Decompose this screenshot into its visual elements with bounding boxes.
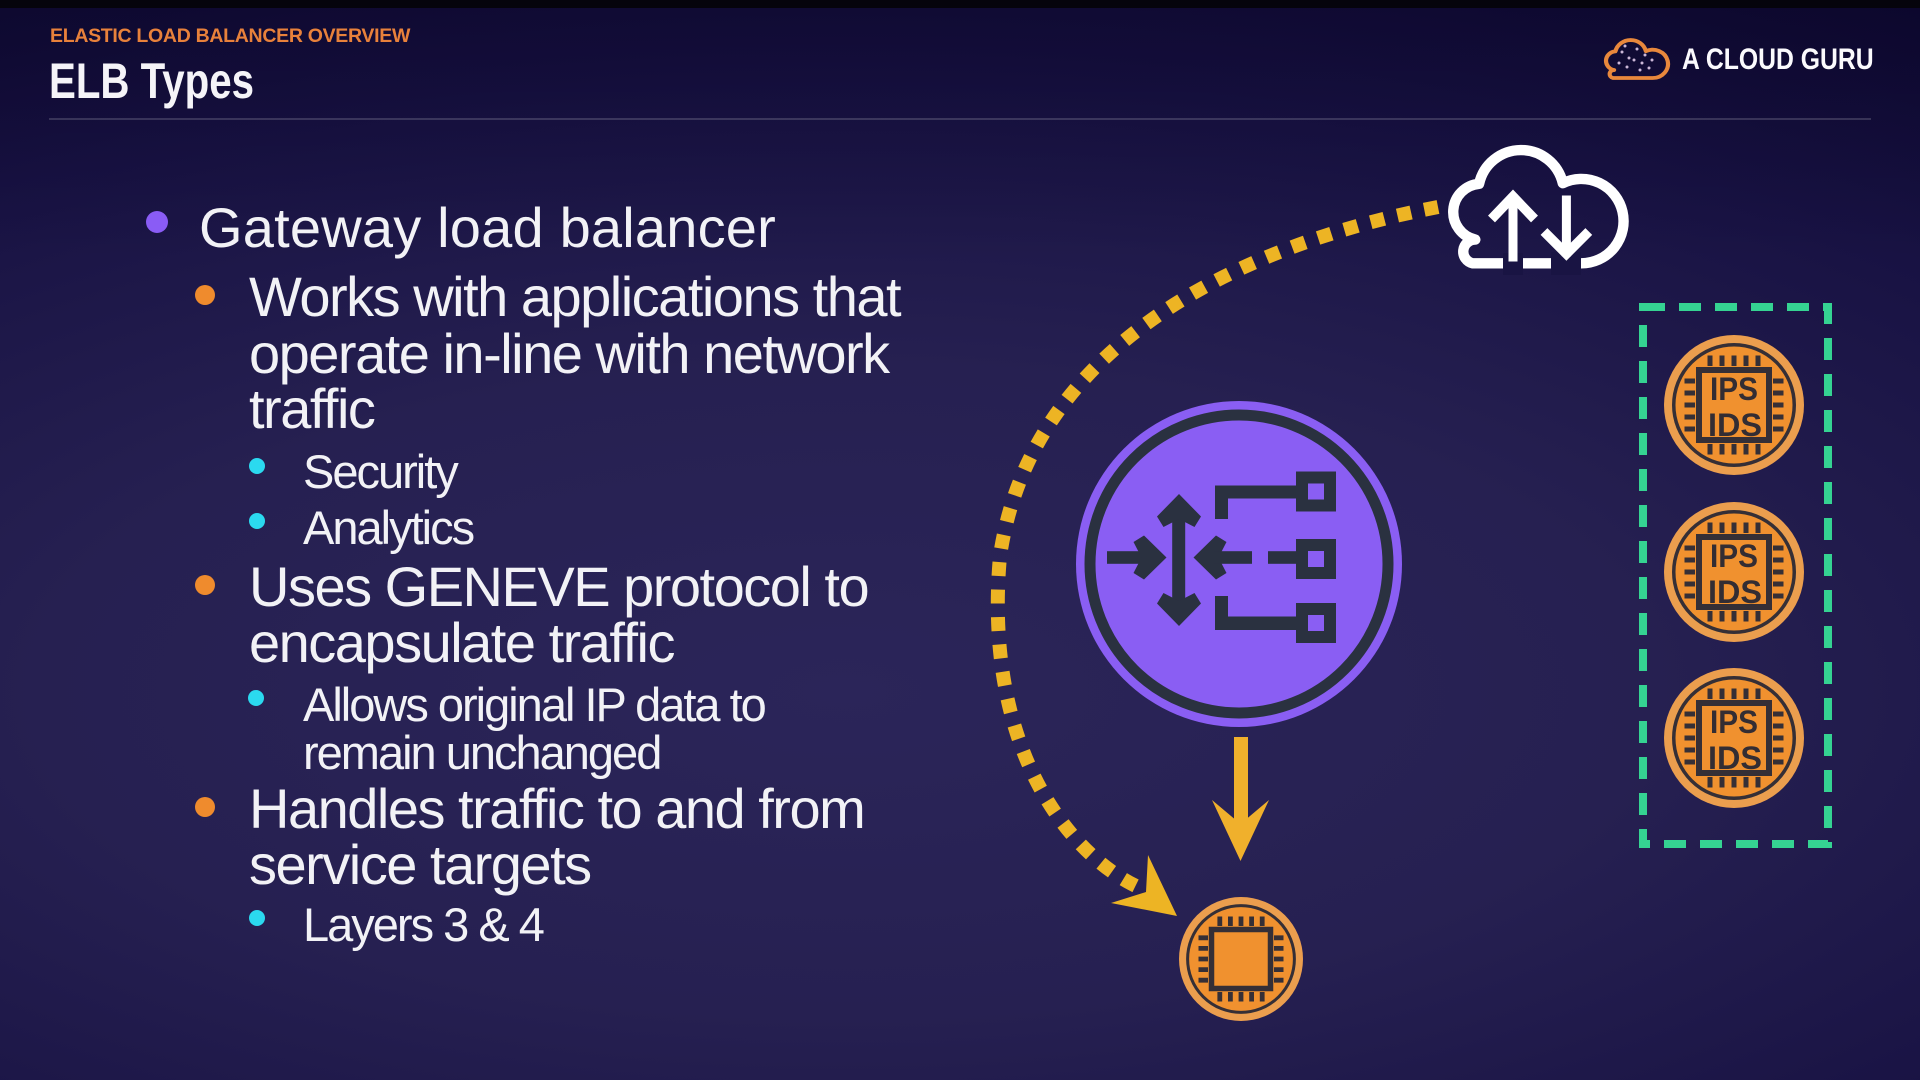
svg-text:IPS: IPS bbox=[1710, 371, 1758, 407]
svg-text:IDS: IDS bbox=[1708, 407, 1762, 443]
